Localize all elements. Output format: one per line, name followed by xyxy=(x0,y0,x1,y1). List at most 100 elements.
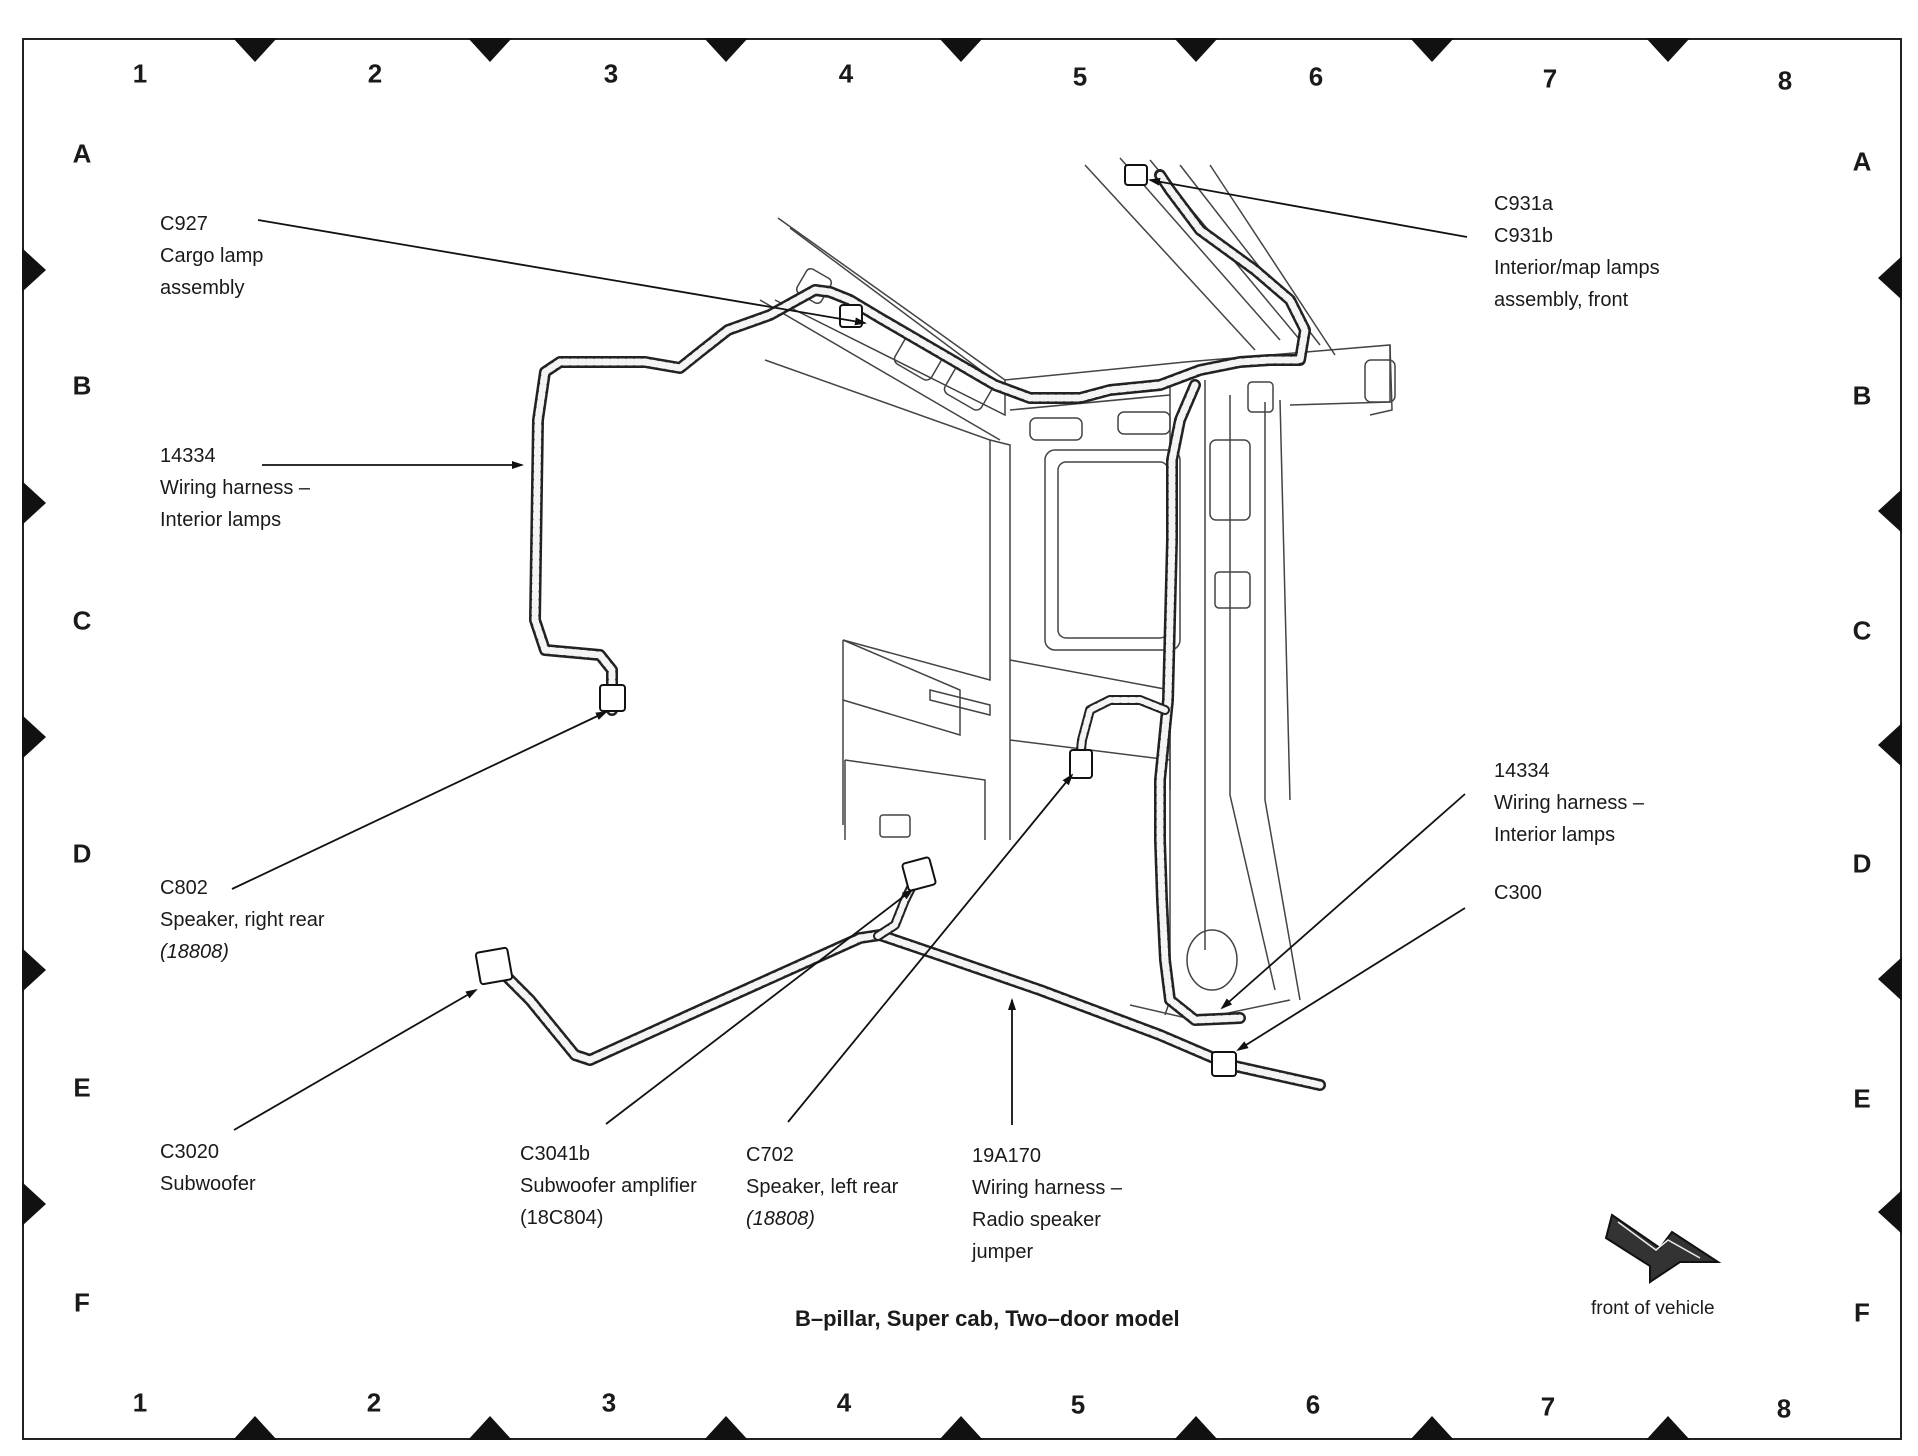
vehicle-body-outline xyxy=(759,157,1396,1021)
callout-c927-id: C927 xyxy=(160,213,208,235)
connector-c3041b xyxy=(901,856,937,892)
callout-c3020: C3020 Subwoofer xyxy=(160,1136,256,1200)
grid-col-6-top: 6 xyxy=(1308,61,1324,92)
harness-radio-speaker-jumper xyxy=(499,875,1326,1091)
grid-marker-left xyxy=(22,1182,46,1226)
connector-c3020 xyxy=(474,946,514,986)
leader-c3020 xyxy=(233,988,478,1131)
grid-marker-left xyxy=(22,948,46,992)
callout-c931: C931a C931b Interior/map lamps assembly,… xyxy=(1494,188,1660,316)
callout-c702-id: C702 xyxy=(746,1144,794,1166)
grid-col-2-bottom: 2 xyxy=(366,1387,382,1418)
leader-c300 xyxy=(1236,907,1466,1052)
callout-c3041b-id: C3041b xyxy=(520,1143,591,1165)
harness-interior-lamps xyxy=(529,169,1311,1026)
leader-c931 xyxy=(1148,177,1468,238)
grid-row-E-right: E xyxy=(1853,1083,1871,1114)
callout-jumper-desc-1: Wiring harness – xyxy=(972,1177,1123,1199)
grid-marker-bottom xyxy=(233,1416,277,1440)
grid-marker-right xyxy=(1878,489,1902,533)
callout-c931-desc-1: Interior/map lamps xyxy=(1494,257,1660,279)
grid-marker-right xyxy=(1878,723,1902,767)
callout-c3041b-desc-1: Subwoofer amplifier xyxy=(520,1175,697,1197)
callout-harness-left-desc-1: Wiring harness – xyxy=(160,477,311,499)
callout-c802-id: C802 xyxy=(160,877,208,899)
grid-marker-bottom xyxy=(704,1416,748,1440)
grid-col-3-top: 3 xyxy=(603,58,619,89)
grid-col-2-top: 2 xyxy=(367,58,383,89)
callout-c931-id-a: C931a xyxy=(1494,193,1553,215)
callout-c927: C927 Cargo lamp assembly xyxy=(160,208,263,304)
grid-row-B-left: B xyxy=(72,370,92,401)
grid-col-7-bottom: 7 xyxy=(1540,1391,1556,1422)
grid-marker-bottom xyxy=(1410,1416,1454,1440)
callout-c3041b: C3041b Subwoofer amplifier (18C804) xyxy=(520,1138,697,1234)
leader-c927 xyxy=(257,219,867,326)
grid-row-F-right: F xyxy=(1854,1297,1870,1328)
connector-c300 xyxy=(1211,1051,1237,1077)
grid-col-8-top: 8 xyxy=(1777,65,1793,96)
grid-marker-bottom xyxy=(468,1416,512,1440)
grid-marker-bottom xyxy=(1174,1416,1218,1440)
callout-harness-left: 14334 Wiring harness – Interior lamps xyxy=(160,440,310,536)
callout-c802-desc-1: Speaker, right rear xyxy=(160,909,325,931)
grid-marker-left xyxy=(22,481,46,525)
connector-c931 xyxy=(1124,164,1148,186)
front-of-vehicle-label: front of vehicle xyxy=(1591,1298,1715,1319)
callout-harness-right-id: 14334 xyxy=(1494,760,1550,782)
grid-col-6-bottom: 6 xyxy=(1305,1389,1321,1420)
callout-c802-desc-2: (18808) xyxy=(160,941,229,963)
callout-c931-id-b: C931b xyxy=(1494,225,1553,247)
callout-jumper-desc-3: jumper xyxy=(972,1241,1034,1263)
grid-row-D-left: D xyxy=(72,838,92,869)
callout-c702-desc-2: (18808) xyxy=(746,1208,815,1230)
grid-col-8-bottom: 8 xyxy=(1776,1393,1792,1424)
callout-c802: C802 Speaker, right rear (18808) xyxy=(160,872,325,968)
grid-row-A-right: A xyxy=(1852,146,1872,177)
callout-c3020-id: C3020 xyxy=(160,1141,219,1163)
grid-col-4-bottom: 4 xyxy=(836,1387,852,1418)
callout-harness-right-desc-2: Interior lamps xyxy=(1494,824,1616,846)
callout-harness-left-desc-2: Interior lamps xyxy=(160,509,282,531)
grid-row-E-left: E xyxy=(73,1072,91,1103)
grid-row-C-left: C xyxy=(72,605,92,636)
callout-c702-desc-1: Speaker, left rear xyxy=(746,1176,899,1198)
grid-row-C-right: C xyxy=(1852,615,1872,646)
grid-col-5-top: 5 xyxy=(1072,61,1088,92)
leader-harness-right xyxy=(1220,793,1466,1010)
callout-harness-right-desc-1: Wiring harness – xyxy=(1494,792,1645,814)
callout-c3041b-desc-2: (18C804) xyxy=(520,1207,604,1229)
callout-c300-id: C300 xyxy=(1494,882,1542,904)
callout-c931-desc-2: assembly, front xyxy=(1494,289,1629,311)
grid-row-F-left: F xyxy=(74,1287,90,1318)
callout-jumper: 19A170 Wiring harness – Radio speaker ju… xyxy=(972,1140,1122,1268)
connector-c927 xyxy=(839,304,863,328)
grid-marker-left xyxy=(22,715,46,759)
grid-marker-top xyxy=(704,38,748,62)
callout-c927-desc-2: assembly xyxy=(160,277,245,299)
grid-row-A-left: A xyxy=(72,138,92,169)
callout-harness-right: 14334 Wiring harness – Interior lamps xyxy=(1494,755,1644,851)
grid-marker-top xyxy=(1646,38,1690,62)
grid-marker-top xyxy=(1410,38,1454,62)
leader-c802 xyxy=(231,711,608,890)
callout-c927-desc-1: Cargo lamp xyxy=(160,245,264,267)
grid-marker-top xyxy=(1174,38,1218,62)
callout-jumper-id: 19A170 xyxy=(972,1145,1041,1167)
front-of-vehicle-arrow-icon xyxy=(1604,1213,1722,1284)
connector-c702 xyxy=(1069,749,1093,779)
callout-c3020-desc-1: Subwoofer xyxy=(160,1173,256,1195)
grid-marker-right xyxy=(1878,957,1902,1001)
callout-harness-left-id: 14334 xyxy=(160,445,216,467)
connector-c802 xyxy=(599,684,626,712)
grid-marker-bottom xyxy=(1646,1416,1690,1440)
grid-col-3-bottom: 3 xyxy=(601,1387,617,1418)
diagram-caption: B–pillar, Super cab, Two–door model xyxy=(795,1306,1180,1331)
callout-jumper-desc-2: Radio speaker xyxy=(972,1209,1101,1231)
callout-c702: C702 Speaker, left rear (18808) xyxy=(746,1139,898,1235)
grid-col-5-bottom: 5 xyxy=(1070,1389,1086,1420)
grid-marker-left xyxy=(22,248,46,292)
grid-col-4-top: 4 xyxy=(838,58,854,89)
callout-leaders xyxy=(231,177,1468,1131)
